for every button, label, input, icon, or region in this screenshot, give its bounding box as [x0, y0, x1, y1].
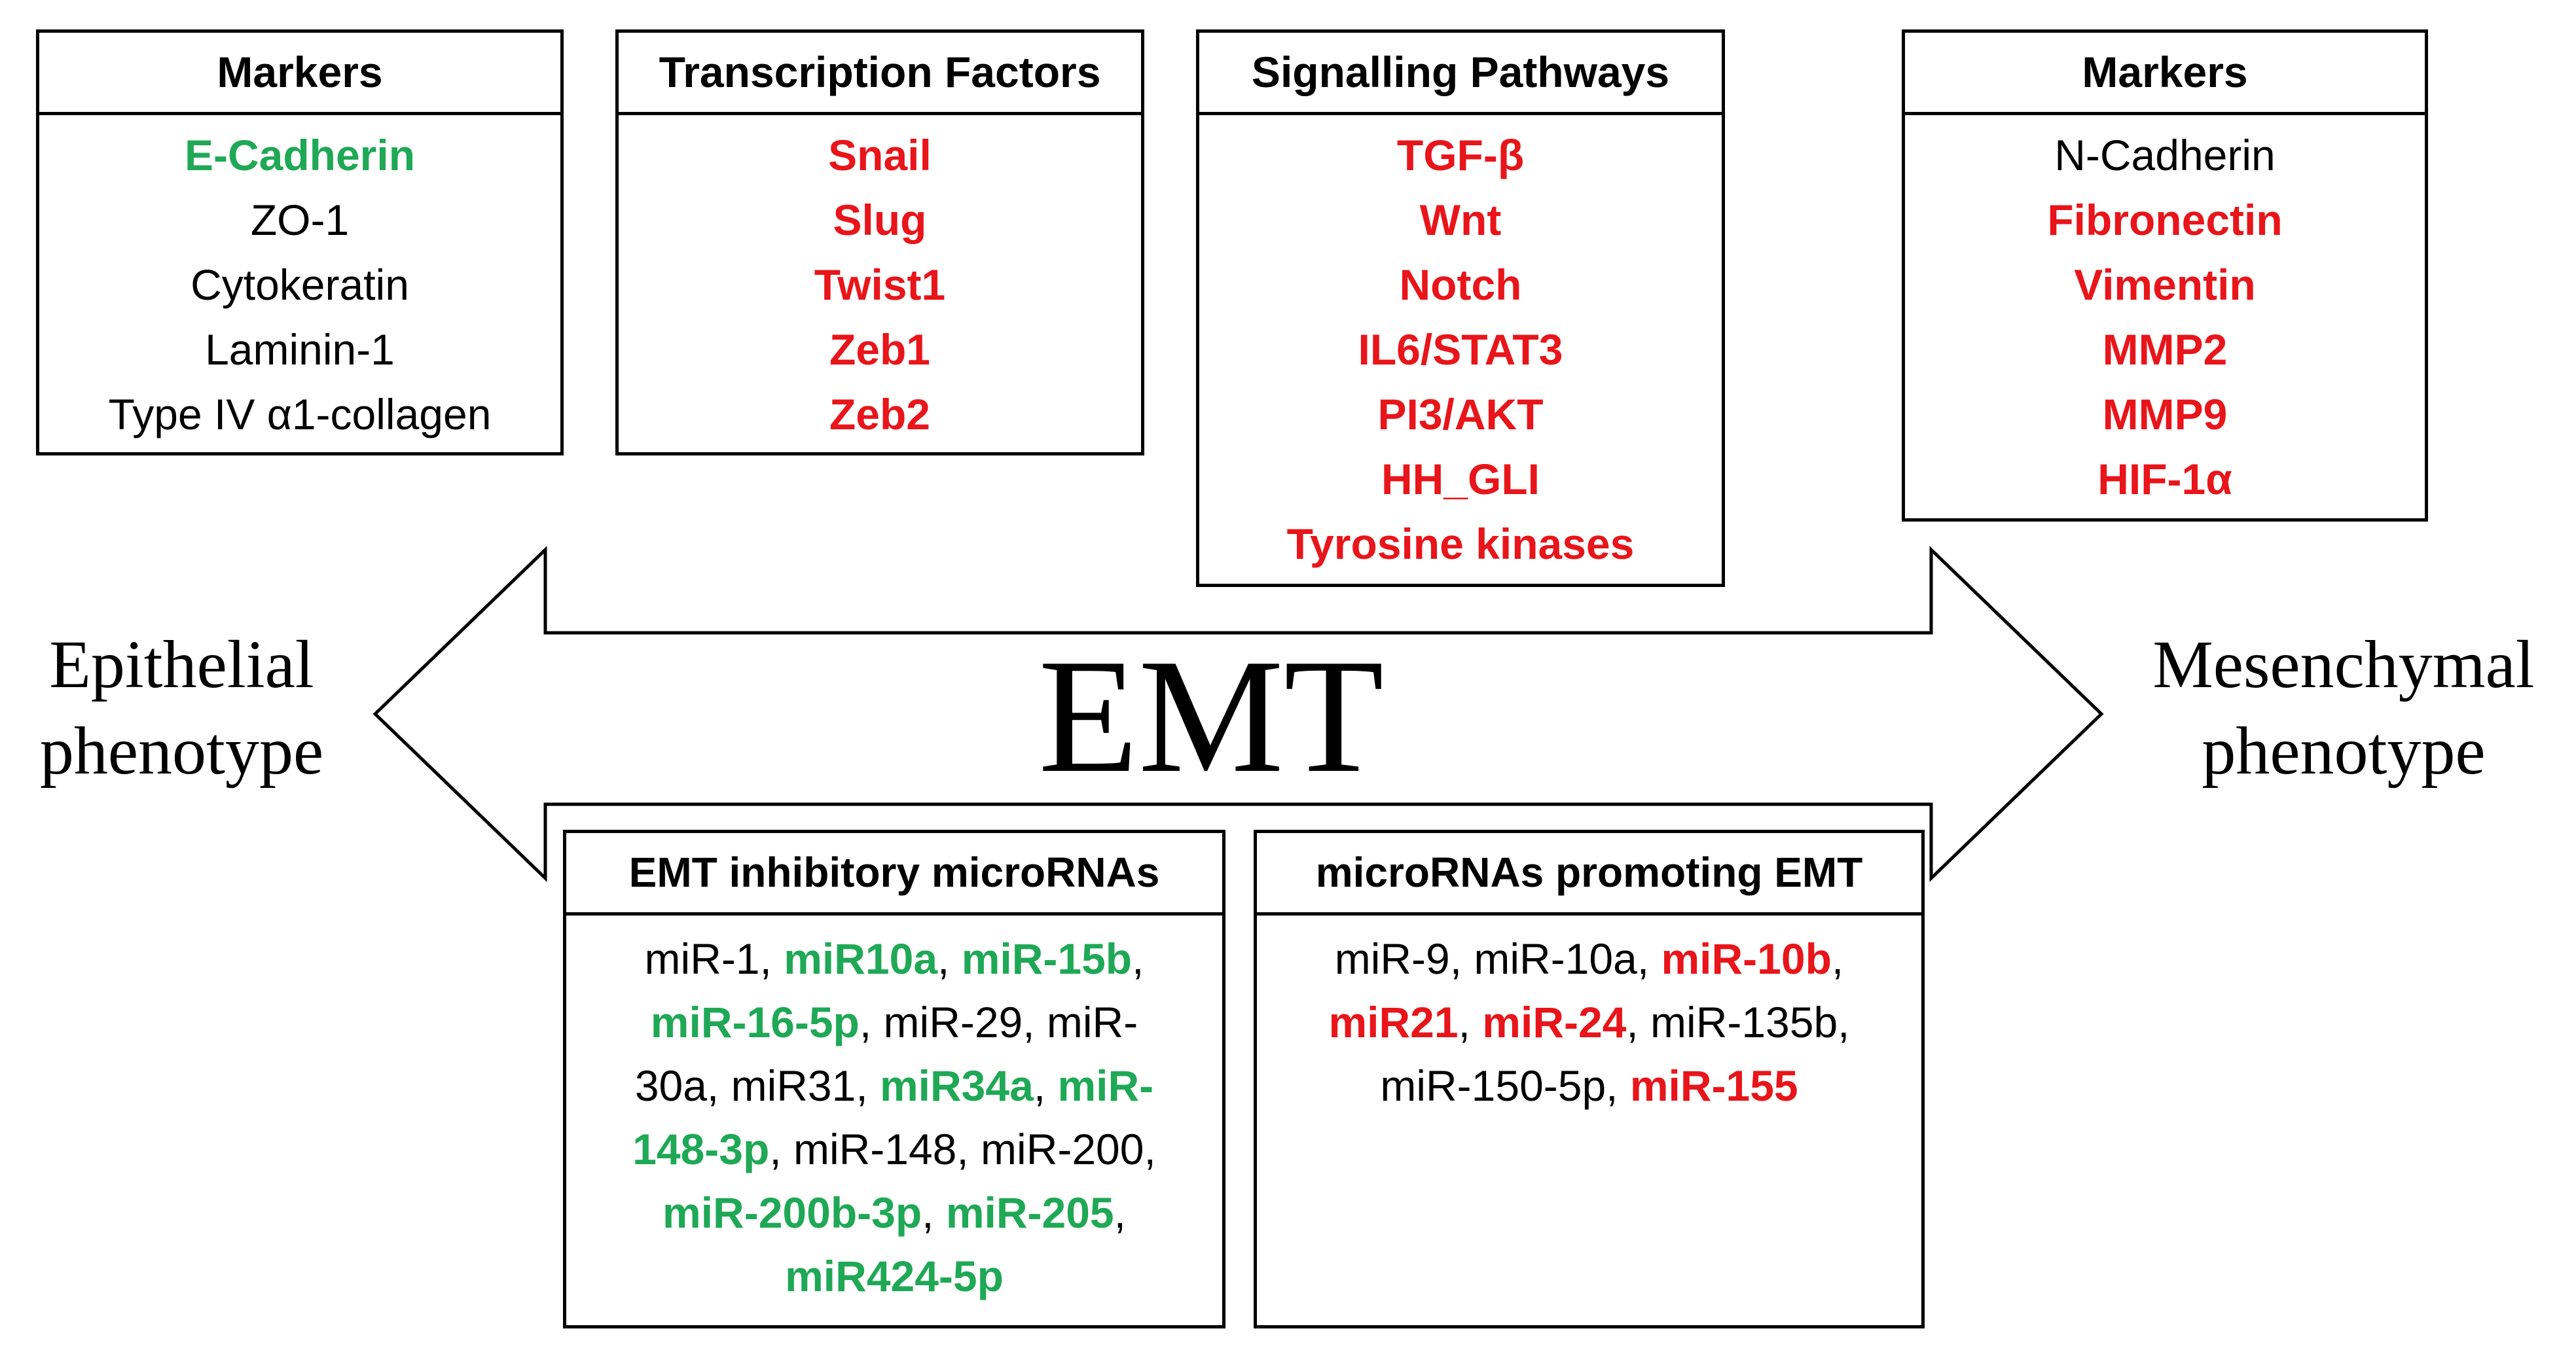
promoting-mirnas-box: microRNAs promoting EMT miR-9, miR-10a, … [1254, 830, 1925, 1328]
mirna-segment: , miR-29, miR- [859, 998, 1138, 1046]
mirna-line: miR-9, miR-10a, miR-10b, [1270, 927, 1908, 991]
list-item: Snail [828, 131, 932, 179]
list-item: Laminin-1 [205, 325, 395, 374]
list-item: Notch [1399, 260, 1522, 309]
mirna-segment: miR-10b [1661, 934, 1832, 983]
mirna-segment: 148-3p [632, 1125, 770, 1173]
list-item: Slug [833, 196, 927, 244]
list-item: Zeb2 [829, 390, 931, 438]
mirna-segment: 30a, miR31, [634, 1061, 880, 1110]
mirna-line: miR-150-5p, miR-155 [1270, 1054, 1908, 1118]
list-item: Tyrosine kinases [1286, 520, 1635, 568]
list-item: HH_GLI [1381, 455, 1540, 503]
epithelial-phenotype-line2: phenotype [39, 713, 324, 789]
list-item: HIF-1α [2097, 455, 2232, 503]
mirna-segment: miR-150-5p, [1380, 1061, 1630, 1110]
mirna-line: miR-1, miR10a, miR-15b, [579, 927, 1209, 991]
mesenchymal-phenotype-label: Mesenchymal phenotype [2111, 622, 2576, 794]
mesenchymal-phenotype-line2: phenotype [2202, 713, 2486, 789]
mirna-line: 148-3p, miR-148, miR-200, [579, 1118, 1209, 1181]
mirna-segment: miR-205 [945, 1188, 1114, 1237]
inhibitory-mirnas-title: EMT inhibitory microRNAs [566, 833, 1222, 916]
list-item: Twist1 [814, 260, 946, 309]
mirna-segment: , [1132, 934, 1144, 983]
mirna-segment: miR-15b [961, 934, 1133, 983]
promoting-mirnas-list: miR-9, miR-10a, miR-10b,miR21, miR-24, m… [1257, 916, 1921, 1118]
list-item: PI3/AKT [1377, 390, 1544, 438]
list-item: Zeb1 [829, 325, 931, 374]
list-item: TGF-β [1396, 131, 1525, 179]
mirna-segment: miR-16-5p [650, 998, 860, 1046]
mirna-line: 30a, miR31, miR34a, miR- [579, 1054, 1209, 1118]
mirna-segment: miR34a [880, 1061, 1034, 1110]
list-item: N-Cadherin [2054, 131, 2276, 179]
list-item: MMP9 [2102, 390, 2228, 438]
mirna-segment: , miR-135b, [1626, 998, 1850, 1046]
mesenchymal-markers-title: Markers [1905, 33, 2425, 115]
mirna-segment: miR10a [784, 934, 938, 983]
epithelial-phenotype-line1: Epithelial [49, 627, 314, 702]
inhibitory-mirnas-list: miR-1, miR10a, miR-15b,miR-16-5p, miR-29… [566, 916, 1222, 1308]
list-item: Fibronectin [2047, 196, 2283, 244]
list-item: IL6/STAT3 [1358, 325, 1563, 374]
mirna-segment: miR424-5p [785, 1252, 1004, 1300]
list-item: Cytokeratin [190, 260, 409, 309]
mirna-segment: miR-9, miR-10a, [1334, 934, 1661, 983]
list-item: MMP2 [2102, 325, 2228, 374]
emt-label: EMT [1038, 626, 1384, 807]
epithelial-phenotype-label: Epithelial phenotype [0, 622, 363, 794]
mesenchymal-phenotype-line1: Mesenchymal [2152, 627, 2535, 702]
mirna-segment: , miR-148, miR-200, [769, 1125, 1156, 1173]
promoting-mirnas-title: microRNAs promoting EMT [1257, 833, 1921, 916]
mirna-segment: , [1033, 1061, 1058, 1110]
signalling-pathways-title: Signalling Pathways [1199, 33, 1722, 115]
mirna-segment: , [1458, 998, 1483, 1046]
mirna-line: miR-16-5p, miR-29, miR- [579, 991, 1209, 1054]
list-item: E-Cadherin [184, 131, 416, 179]
mirna-segment: miR21 [1328, 998, 1459, 1046]
mirna-segment: miR-24 [1482, 998, 1627, 1046]
mirna-segment: miR-1, [644, 934, 784, 983]
mirna-segment: miR- [1057, 1061, 1154, 1110]
list-item: Type IV α1-collagen [108, 390, 492, 438]
mirna-segment: , [1114, 1188, 1126, 1237]
mirna-segment: , [922, 1188, 946, 1237]
mirna-line: miR424-5p [579, 1245, 1209, 1308]
mirna-segment: , [937, 934, 962, 983]
mirna-segment: , [1831, 934, 1844, 983]
list-item: Vimentin [2074, 260, 2256, 309]
mirna-segment: miR-200b-3p [662, 1188, 922, 1237]
epithelial-markers-title: Markers [39, 33, 560, 115]
mirna-segment: miR-155 [1629, 1061, 1798, 1110]
inhibitory-mirnas-box: EMT inhibitory microRNAs miR-1, miR10a, … [563, 830, 1225, 1328]
mirna-line: miR21, miR-24, miR-135b, [1270, 991, 1908, 1054]
transcription-factors-title: Transcription Factors [619, 33, 1141, 115]
list-item: ZO-1 [250, 196, 350, 244]
mirna-line: miR-200b-3p, miR-205, [579, 1181, 1209, 1245]
list-item: Wnt [1419, 196, 1502, 244]
